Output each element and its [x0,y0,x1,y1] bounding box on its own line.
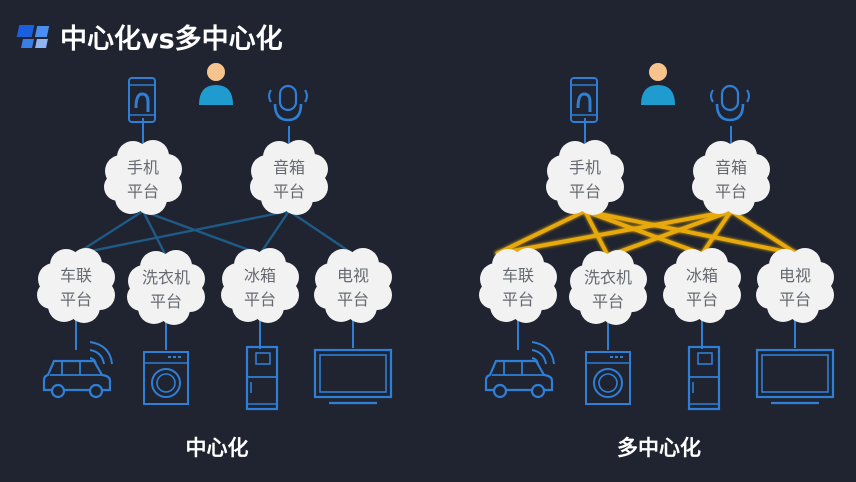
cloud-shape [127,250,205,325]
smart-speaker-icon [710,84,750,122]
cloud-shape [314,248,392,323]
mesh-link [495,209,732,256]
mesh-link [584,209,703,256]
central-link [75,209,144,256]
user-icon [199,63,233,105]
cloud-shape [546,140,624,215]
mesh-link [607,209,732,258]
mesh-link [584,209,798,256]
platform-label-line2: 平台 [150,292,182,311]
mesh-link [495,209,586,256]
television-icon [313,348,393,405]
mesh-link [729,209,799,256]
platform-label-line2: 平台 [273,182,305,201]
cloud-shape [250,140,328,215]
platform-label-line1: 手机 [127,158,159,177]
platform-label-line1: 音箱 [273,158,305,177]
refrigerator-icon [687,345,721,411]
platform-label-line1: 手机 [569,158,601,177]
smartphone-icon [570,77,598,123]
refrigerator-icon [245,345,279,411]
platform-label-line1: 电视 [779,266,811,285]
platform-label-line1: 冰箱 [244,266,276,285]
platform-label-line2: 平台 [60,290,92,309]
platform-label-line1: 车联 [60,266,92,285]
link-group [75,209,354,257]
platform-label-line1: 冰箱 [686,266,718,285]
smart-speaker-icon [268,84,308,122]
central-link [141,210,168,257]
central-link [75,209,290,256]
platform-label-line2: 平台 [244,290,276,309]
platform-label-line2: 平台 [592,292,624,311]
cloud-shape [756,248,834,323]
connected-car-icon [484,341,555,399]
platform-label-line2: 平台 [715,182,747,201]
platform-label-line2: 平台 [779,290,811,309]
cloud-shape [221,248,299,323]
platform-label-line1: 洗衣机 [584,268,632,287]
platform-label-line2: 平台 [337,290,369,309]
caption-multi-centralized: 多中心化 [617,436,701,460]
cloud-shape [37,248,115,323]
cloud-shape [663,248,741,323]
link-group [495,209,799,258]
mesh-link [700,209,733,256]
platform-label-line2: 平台 [502,290,534,309]
platform-label-line1: 电视 [337,266,369,285]
platform-label-line2: 平台 [686,290,718,309]
central-link [259,210,290,255]
platform-label-line2: 平台 [127,182,159,201]
central-link [288,210,354,255]
platform-label-line1: 洗衣机 [142,268,190,287]
cloud-shape [692,140,770,215]
page-title: 中心化vs多中心化 [60,23,283,55]
platform-label-line1: 车联 [502,266,534,285]
smartphone-icon [128,77,156,123]
header: 中心化vs多中心化 [16,16,283,56]
washing-machine-icon [585,351,631,405]
cloud-shape [104,140,182,215]
connected-car-icon [42,341,113,399]
central-link [142,209,261,256]
washing-machine-icon [143,351,189,405]
television-icon [755,348,835,405]
platform-label-line1: 音箱 [715,158,747,177]
platform-label-line2: 平台 [569,182,601,201]
cloud-shape [479,248,557,323]
cloud-shape [569,250,647,325]
mesh-link [583,210,610,257]
caption-centralized: 中心化 [185,436,249,460]
user-icon [641,63,675,105]
